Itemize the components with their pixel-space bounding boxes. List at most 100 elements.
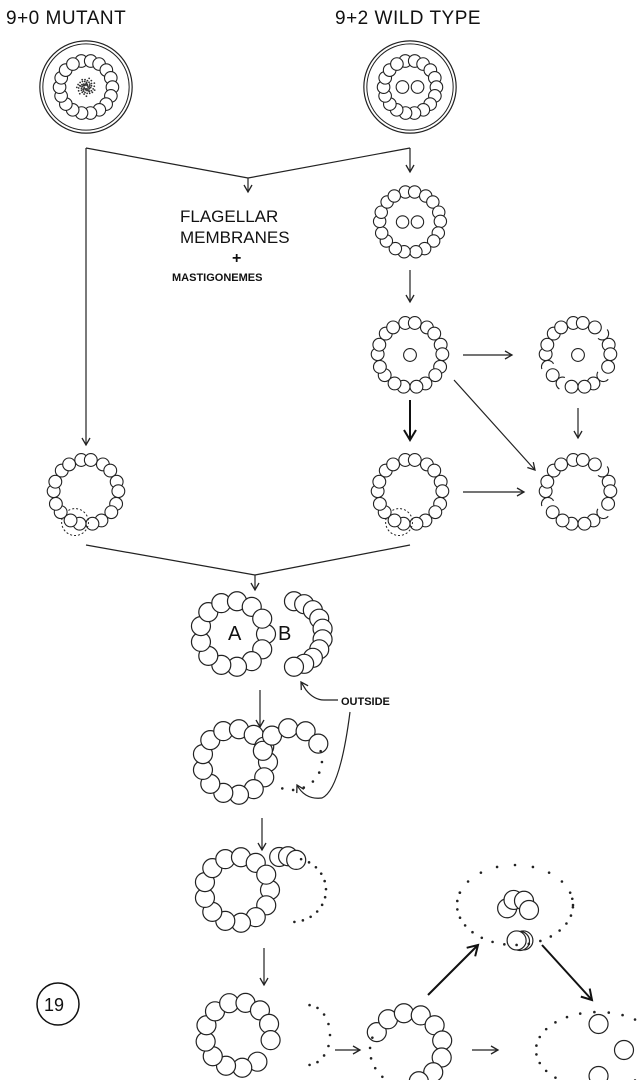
central-granule xyxy=(90,82,93,85)
wall-dot xyxy=(535,1053,538,1056)
figure-number-circle xyxy=(36,982,80,1026)
central-granule xyxy=(80,87,83,90)
wall-dot xyxy=(549,935,553,938)
wall-dot xyxy=(371,1036,374,1039)
wall-dot xyxy=(299,857,303,861)
central-granule xyxy=(84,78,86,81)
b-tubule xyxy=(540,337,555,352)
wall-dot xyxy=(544,1027,548,1031)
central-granule xyxy=(84,91,86,94)
central-granule xyxy=(78,84,81,87)
central-tubule xyxy=(410,80,425,94)
b-tubule xyxy=(428,368,443,383)
wall-dot xyxy=(503,943,506,946)
central-granule xyxy=(87,86,90,89)
protofilament xyxy=(423,1062,444,1080)
wall-dot xyxy=(554,1021,557,1024)
b-tubule xyxy=(372,359,387,374)
wall-dot xyxy=(307,861,311,864)
b-tubule xyxy=(63,513,78,528)
b-tubule xyxy=(372,474,387,489)
central-granule xyxy=(77,83,79,86)
b-tubule xyxy=(435,347,450,362)
wall-dot xyxy=(621,1013,624,1017)
b-tubule xyxy=(575,453,590,467)
split-doublet-chains xyxy=(190,591,637,1080)
b-tubule xyxy=(603,484,618,499)
b-tubule xyxy=(374,205,389,219)
wall-dot xyxy=(316,1060,319,1064)
a-tubule xyxy=(564,379,579,394)
central-granule xyxy=(90,79,93,82)
central-tubule xyxy=(410,215,425,229)
central-granule xyxy=(88,83,91,86)
central-granule xyxy=(88,77,91,80)
b-tubule xyxy=(48,496,63,511)
central-granule xyxy=(89,86,92,89)
b-tubule-opening xyxy=(540,359,555,370)
protofilament xyxy=(518,899,540,921)
central-granule xyxy=(88,90,91,93)
wall-dot xyxy=(327,1044,330,1048)
dissolved-wall-dots xyxy=(535,1010,637,1080)
wall-dot xyxy=(458,891,462,894)
tubule-b-label: B xyxy=(278,623,291,645)
wall-dot xyxy=(568,891,572,894)
b-tubule xyxy=(603,347,618,362)
central-granule xyxy=(88,81,90,84)
b-tubule xyxy=(388,241,403,256)
wall-dot xyxy=(323,895,327,899)
central-granule xyxy=(86,79,89,82)
central-granule xyxy=(82,90,85,92)
central-granule xyxy=(86,92,89,95)
b-tubule xyxy=(577,379,592,394)
a-tubule-wall-stage2 xyxy=(192,719,279,805)
protofilament xyxy=(252,608,273,629)
central-granule xyxy=(81,78,84,81)
wall-dot xyxy=(322,1054,326,1057)
mutant-axoneme-with-membrane xyxy=(39,40,133,134)
wall-dot xyxy=(324,887,328,891)
a-tubule xyxy=(587,320,602,335)
dissolved-wall-dots xyxy=(458,863,575,907)
wall-dot xyxy=(565,1015,569,1019)
b-tubule xyxy=(103,463,118,478)
b-tubule xyxy=(387,376,402,391)
wall-dot xyxy=(571,903,575,907)
central-granule xyxy=(79,81,82,84)
wall-dot xyxy=(571,905,575,909)
wall-dot xyxy=(327,1022,330,1026)
wall-dot xyxy=(513,863,517,867)
b-tubule xyxy=(407,316,422,330)
b-tubule xyxy=(435,484,450,499)
central-granule xyxy=(90,84,93,87)
axoneme-open-no-central xyxy=(538,453,618,531)
wall-dot xyxy=(328,1033,332,1037)
wall-dot xyxy=(565,922,568,925)
wall-dot xyxy=(317,771,321,774)
central-granule xyxy=(84,87,87,90)
arrows xyxy=(81,147,594,1055)
b-tubule xyxy=(409,245,423,259)
b-tubule-wall xyxy=(283,591,333,677)
wall-dot xyxy=(527,942,531,946)
wall-dot xyxy=(369,1057,373,1060)
protofilament xyxy=(260,1030,281,1051)
mastigonemes-label: MASTIGONEMES xyxy=(172,272,262,284)
protofilament xyxy=(278,718,299,739)
axoneme-single-central xyxy=(370,316,450,394)
figure-number: 19 xyxy=(44,995,64,1015)
b-tubule xyxy=(62,457,77,472)
wall-dot xyxy=(535,1044,538,1047)
wall-dot xyxy=(323,879,326,883)
b-tubule-remnant-stage2 xyxy=(252,718,329,761)
mutant-axoneme-no-central xyxy=(46,453,126,537)
dissolved-wall-dots xyxy=(368,1036,384,1079)
a-tubule xyxy=(545,368,560,383)
wall-dot xyxy=(320,903,324,907)
wall-dot xyxy=(538,1035,542,1039)
wall-dot xyxy=(531,865,535,869)
central-granule xyxy=(88,87,91,90)
protofilament xyxy=(408,1071,429,1080)
protofilament xyxy=(613,1039,635,1061)
